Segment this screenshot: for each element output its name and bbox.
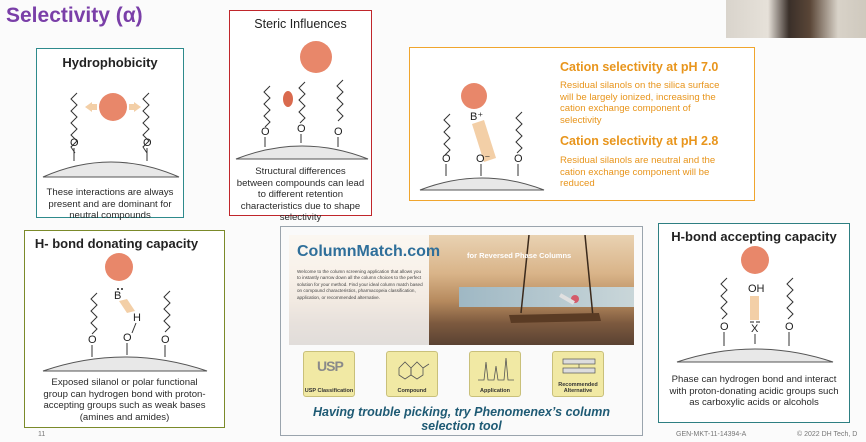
cation-diagram: B⁺ O O⁻ O xyxy=(419,83,545,191)
o-label-right: O xyxy=(785,321,794,333)
hydrophobicity-title: Hydrophobicity xyxy=(62,55,158,70)
h-donating-title: H- bond donating capacity xyxy=(34,236,199,251)
recommended-alternative-button[interactable]: Recommended Alternative xyxy=(552,351,604,397)
o-label-1: O xyxy=(261,126,270,138)
compound-button[interactable]: Compound xyxy=(386,351,438,397)
columnmatch-caption: Having trouble picking, try Phenomenex’s… xyxy=(312,405,611,433)
usp-mark: USP xyxy=(317,358,344,374)
o-label-center: O xyxy=(123,332,132,344)
o-label-left: O xyxy=(70,137,79,149)
h-accepting-diagram: OH X O O xyxy=(676,246,834,363)
b-label: B xyxy=(114,290,121,302)
steric-panel: Steric Influences O O O Structural diffe… xyxy=(229,10,372,223)
cation-text-ph28: Residual silanols are neutral and the ca… xyxy=(560,155,716,190)
steric-title: Steric Influences xyxy=(254,17,347,31)
h-donating-panel: H- bond donating capacity B H O O O Expo… xyxy=(24,230,225,428)
slide-title: Selectivity (α) xyxy=(6,4,143,27)
o-label-3: O xyxy=(334,126,343,138)
b-plus-label: B⁺ xyxy=(470,111,483,123)
chromatogram-icon xyxy=(478,357,514,381)
o-label-right: O xyxy=(143,137,152,149)
o-label-right: O xyxy=(514,153,523,165)
cation-heading-ph7: Cation selectivity at pH 7.0 xyxy=(560,60,719,74)
columnmatch-logo: ColumnMatch.com xyxy=(297,243,441,260)
o-minus-label: O⁻ xyxy=(476,153,491,165)
swing-illustration xyxy=(509,235,601,323)
h-donating-diagram: B H O O O xyxy=(42,253,208,372)
steric-caption: Structural differences between compounds… xyxy=(236,166,365,224)
x-label: X xyxy=(751,323,759,335)
usp-classification-label: USP Classification xyxy=(304,388,354,394)
oh-label: OH xyxy=(748,283,765,295)
h-label: H xyxy=(133,312,141,324)
cation-panel: B⁺ O O⁻ O Cation selectivity at pH 7.0 R… xyxy=(409,47,755,201)
columnmatch-intro: Welcome to the column screening applicat… xyxy=(297,269,423,300)
page-number: 11 xyxy=(38,431,46,438)
o-label-2: O xyxy=(297,123,306,135)
compound-label: Compound xyxy=(397,388,427,394)
columnmatch-panel: ColumnMatch.com for Reversed Phase Colum… xyxy=(280,226,643,436)
application-button[interactable]: Application xyxy=(469,351,521,397)
o-label-left: O xyxy=(442,153,451,165)
o-label-left: O xyxy=(88,334,97,346)
h-accepting-caption: Phase can hydrogen bond and interact wit… xyxy=(669,374,839,409)
cation-heading-ph28: Cation selectivity at pH 2.8 xyxy=(560,134,719,148)
copyright: © 2022 DH Tech, D xyxy=(797,431,858,438)
hydrophobicity-caption: These interactions are always present an… xyxy=(46,187,174,222)
steric-diagram: O O O xyxy=(235,41,369,160)
footer-code: GEN-MKT-11-14394-A xyxy=(676,431,747,438)
hydrophobicity-panel: Hydrophobicity O O These interactions ar… xyxy=(36,48,184,221)
hydrophobicity-diagram: O O xyxy=(42,92,180,178)
h-accepting-title: H-bond accepting capacity xyxy=(671,229,837,244)
o-label-left: O xyxy=(720,321,729,333)
webcam-video xyxy=(726,0,866,38)
cation-text-ph7: Residual silanols on the silica surface … xyxy=(560,80,720,126)
recommended-alternative-label: Recommended Alternative xyxy=(558,382,598,394)
molecule-icon xyxy=(398,361,430,380)
column-icon xyxy=(562,358,596,374)
o-label-right: O xyxy=(161,334,170,346)
columnmatch-screenshot: ColumnMatch.com for Reversed Phase Colum… xyxy=(289,235,634,345)
columnmatch-tagline: for Reversed Phase Columns xyxy=(467,251,572,260)
h-accepting-panel: H-bond accepting capacity OH X O O Phase… xyxy=(658,223,850,423)
h-donating-caption: Exposed silanol or polar functional grou… xyxy=(43,377,206,423)
usp-classification-button[interactable]: USP USP Classification xyxy=(303,351,355,397)
application-label: Application xyxy=(480,388,510,394)
